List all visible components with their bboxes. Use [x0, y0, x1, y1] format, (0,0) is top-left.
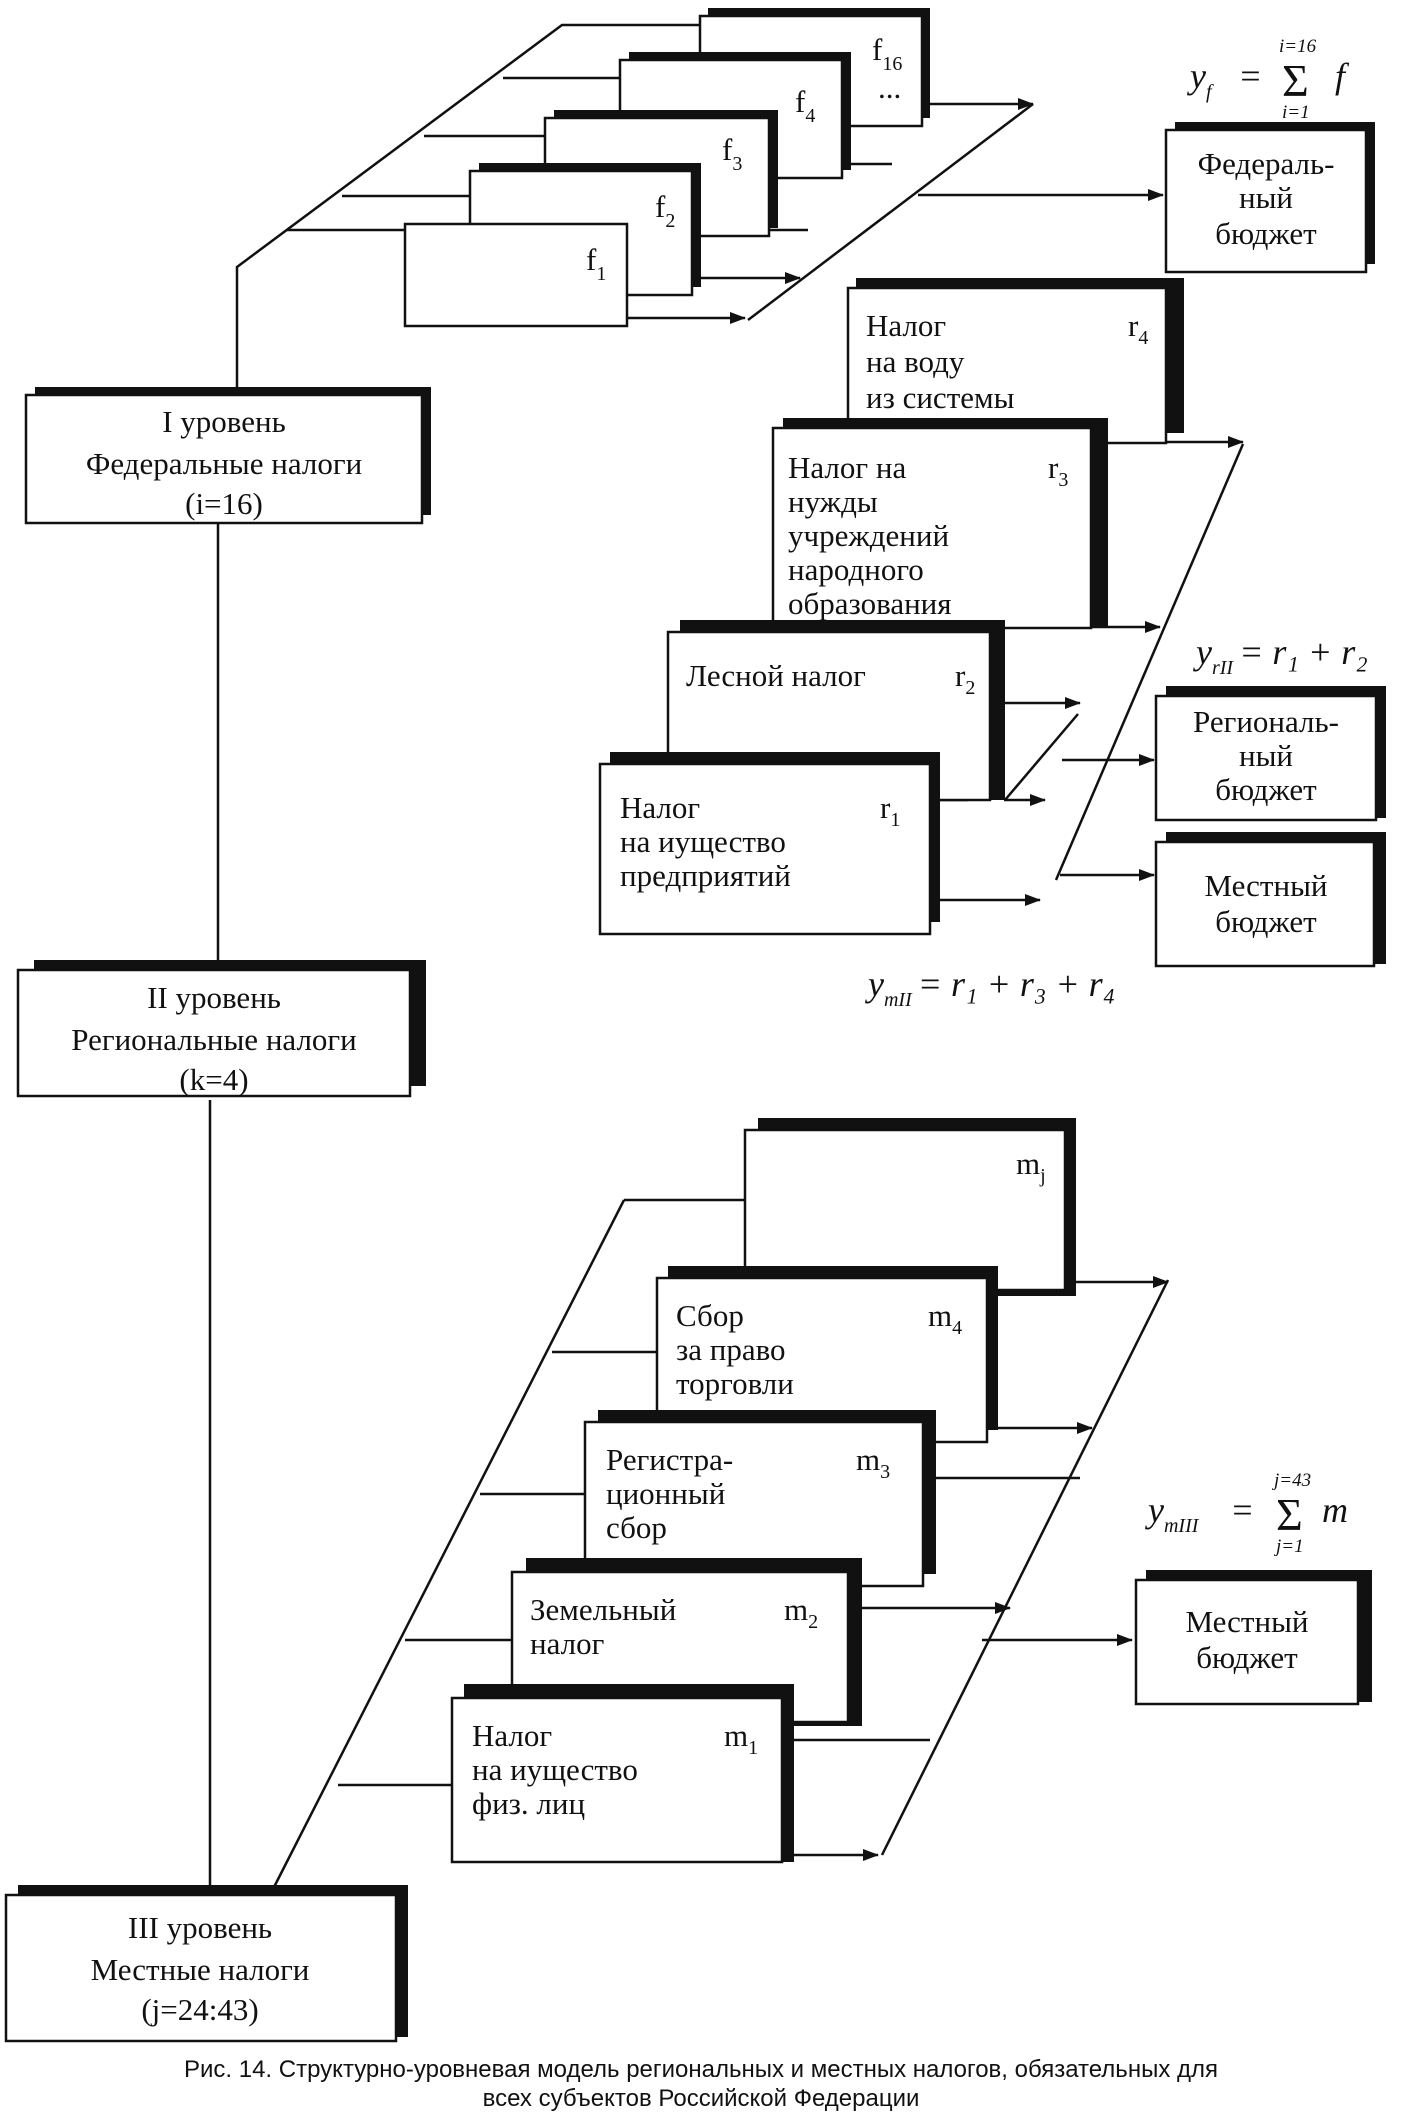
tax-label-f3: f3 [722, 132, 742, 175]
level-spine [208, 515, 220, 1890]
m3-line3: сбор [606, 1510, 667, 1545]
level2-title: II уровень [147, 980, 281, 1015]
federal-budget-line3: бюджет [1215, 216, 1317, 251]
tax-box-m1: Налог на иущество физ. лиц m1 [450, 1684, 794, 1864]
level3-name: Местные налоги [91, 1952, 310, 1987]
r3-line2: нужды [788, 484, 878, 519]
level3-count: (j=24:43) [141, 1992, 258, 2027]
local-formula-level2: ymII= r₁ + r₃ + r₄ [865, 964, 1115, 1011]
tax-label-r3: r3 [1048, 450, 1068, 491]
regional-group [940, 436, 1245, 906]
local-group [268, 1198, 1170, 1896]
m1-line3: физ. лиц [472, 1786, 585, 1821]
level1-title: I уровень [162, 404, 286, 439]
r1-line3: предприятий [620, 858, 791, 893]
federal-budget-line1: Федераль- [1198, 146, 1335, 181]
m3-line1: Регистра- [606, 1442, 733, 1477]
sum-lower-limit: i=1 [1282, 102, 1310, 123]
tax-label-m1: m1 [724, 1718, 758, 1759]
m4-line3: торговли [676, 1366, 794, 1401]
sigma-symbol: Σ [1282, 55, 1309, 106]
tax-box-r1: Налог на иущество предприятий r1 [598, 752, 940, 936]
formula-lhs: yf [1187, 56, 1214, 103]
local-budget-box-level2: Местный бюджет [1154, 832, 1386, 968]
regional-tax-boxes: Налог на воду из системы r4 Налог на нуж… [598, 278, 1184, 936]
m4-line1: Сбор [676, 1298, 744, 1333]
local-formula: ymIII = Σ j=43 j=1 m [1145, 1470, 1348, 1557]
local-formula-eq: = [1230, 1490, 1254, 1530]
level2-count: (k=4) [179, 1062, 248, 1097]
regional-budget-line2: ный [1239, 738, 1293, 773]
local-budget3-line1: Местный [1185, 1604, 1308, 1639]
m2-line1: Земельный [530, 1592, 676, 1627]
r3-line3: учреждений [788, 518, 949, 553]
r4-line3: из системы [866, 380, 1015, 415]
tax-label-r2: r2 [955, 658, 975, 699]
federal-formula: yf = Σ i=16 i=1 f [1187, 36, 1350, 123]
federal-budget-line2: ный [1239, 180, 1293, 215]
local-sum-lower: j=1 [1273, 1536, 1304, 1557]
tax-label-f16: f16 [872, 32, 902, 75]
level3-title: III уровень [128, 1910, 272, 1945]
tax-label-f2: f2 [655, 189, 675, 232]
m3-line2: ционный [606, 1476, 725, 1511]
r4-line1: Налог [866, 308, 946, 343]
r1-line1: Налог [620, 790, 700, 825]
figure-caption: Рис. 14. Структурно-уровневая модель рег… [0, 2055, 1402, 2113]
local-formula-var: m [1322, 1490, 1348, 1530]
r2-line1: Лесной налог [686, 658, 866, 693]
regional-budget-box: Региональ- ный бюджет [1154, 686, 1386, 822]
tax-label-m2: m2 [784, 1592, 818, 1633]
tax-box-r4: Налог на воду из системы r4 [846, 278, 1184, 445]
level1-count: (i=16) [185, 486, 263, 521]
level-box-1: I уровень Федеральные налоги (i=16) [24, 387, 431, 525]
level1-name: Федеральные налоги [86, 446, 362, 481]
local-sum-upper: j=43 [1271, 1470, 1311, 1491]
local-budget2-line2: бюджет [1215, 904, 1317, 939]
federal-tax-boxes: f16 ... f4 f3 f2 f1 [403, 8, 930, 328]
tax-label-m3: m3 [856, 1442, 890, 1483]
level-box-3: III уровень Местные налоги (j=24:43) [4, 1885, 408, 2043]
federal-budget-box: Федераль- ный бюджет [1164, 122, 1375, 274]
r4-line2: на воду [866, 344, 965, 379]
level2-name: Региональные налоги [71, 1022, 356, 1057]
m4-line2: за право [676, 1332, 786, 1367]
tax-label-m4: m4 [928, 1298, 962, 1339]
tax-box-r3: Налог на нужды учреждений народного обра… [771, 418, 1108, 630]
caption-line2: всех субъектов Российской Федерации [482, 2085, 920, 2112]
sum-upper-limit: i=16 [1279, 36, 1317, 57]
local-budget-box-level3: Местный бюджет [1134, 1570, 1372, 1706]
tax-box-f1: f1 [403, 222, 629, 328]
tax-label-mj: mj [1016, 1146, 1046, 1187]
m2-line2: налог [530, 1626, 604, 1661]
regional-formula: yrII= r₁ + r₂ [1193, 632, 1368, 679]
r3-line1: Налог на [788, 450, 906, 485]
local-budget2-line1: Местный [1204, 868, 1327, 903]
formula-var: f [1335, 56, 1350, 96]
tax-label-r1: r1 [880, 790, 900, 831]
local-sigma-symbol: Σ [1276, 1489, 1303, 1540]
m1-line1: Налог [472, 1718, 552, 1753]
level-box-2: II уровень Региональные налоги (k=4) [16, 960, 426, 1098]
r1-line2: на иущество [620, 824, 786, 859]
tax-label-f4: f4 [795, 84, 815, 127]
r3-line4: народного [788, 552, 924, 587]
local-budget3-line2: бюджет [1196, 1640, 1298, 1675]
local-tax-boxes: mj Сбор за право торговли m4 Регистра- ц… [450, 1118, 1076, 1864]
r3-line5: образования [788, 586, 952, 621]
formula-eq: = [1238, 56, 1262, 96]
m1-line2: на иущество [472, 1752, 638, 1787]
regional-budget-line1: Региональ- [1193, 704, 1339, 739]
tax-box-m3: Регистра- ционный сбор m3 [583, 1410, 936, 1588]
tax-label-r4: r4 [1128, 308, 1148, 349]
regional-budget-line3: бюджет [1215, 772, 1317, 807]
ellipsis-text: ... [878, 70, 901, 105]
caption-line1: Рис. 14. Структурно-уровневая модель рег… [183, 2056, 1218, 2083]
tax-label-f1: f1 [586, 242, 606, 285]
local-formula-lhs: ymIII [1145, 1490, 1200, 1537]
